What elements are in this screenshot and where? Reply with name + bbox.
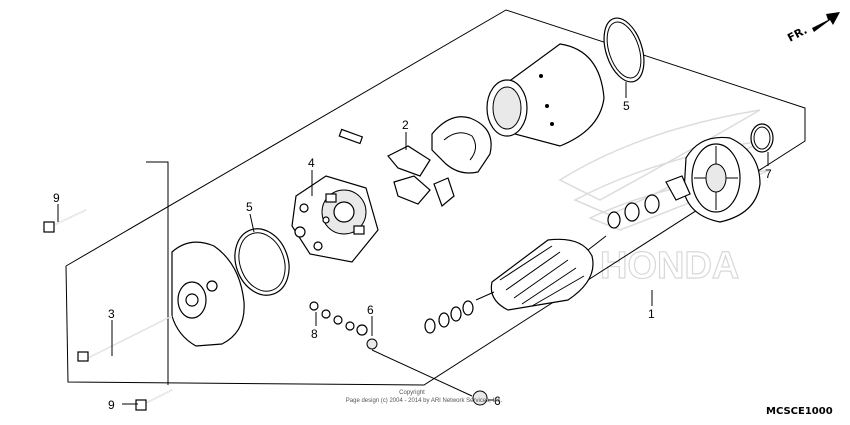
callout-2: 2: [402, 118, 409, 132]
leader-lines: [57, 82, 769, 405]
washer-set-armature: [424, 194, 660, 334]
callout-1: 1: [648, 307, 655, 321]
watermark-text: HONDA: [600, 245, 739, 287]
through-bolt: [77, 315, 173, 362]
o-ring-left: [234, 228, 290, 296]
callout-6-mid: 6: [367, 303, 374, 317]
armature: [475, 235, 607, 311]
front-cover: [171, 241, 245, 347]
yoke-housing: [486, 43, 605, 147]
bolt-top: [43, 209, 87, 233]
callout-5-left: 5: [246, 200, 253, 214]
brush-holder: [291, 175, 379, 263]
callout-5-top: 5: [623, 99, 630, 113]
bolt-bottom: [135, 389, 173, 411]
o-ring-top: [603, 17, 645, 83]
direction-arrow-icon: [812, 12, 840, 32]
washer-set-front: [309, 301, 378, 350]
assembly-outline: [65, 9, 806, 386]
callout-3: 3: [108, 307, 115, 321]
callout-8: 8: [311, 327, 318, 341]
callout-9-top: 9: [53, 191, 60, 205]
diagram-code: MCSCE1000: [766, 406, 833, 417]
callout-6-bottom: 6: [494, 394, 501, 408]
nut-bottom: [472, 390, 488, 406]
copyright-line2: Page design (c) 2004 - 2014 by ARI Netwo…: [346, 398, 503, 404]
callout-9-bottom: 9: [108, 398, 115, 412]
copyright-line1: Copyright: [399, 390, 425, 396]
callout-4: 4: [308, 156, 315, 170]
seal-ring: [750, 123, 774, 153]
brush-set: [338, 128, 455, 208]
callout-7: 7: [765, 167, 772, 181]
front-direction-indicator: FR.: [785, 12, 840, 45]
direction-label: FR.: [785, 24, 809, 45]
copyright-notice: Copyright Page design (c) 2004 - 2014 by…: [346, 390, 503, 404]
honda-watermark: HONDA: [558, 109, 771, 288]
rear-cover: [665, 136, 761, 223]
insulator-ring: [431, 116, 492, 174]
callouts: 2 4 5 5 7 1 3 9 9 8 6 6: [53, 99, 772, 412]
